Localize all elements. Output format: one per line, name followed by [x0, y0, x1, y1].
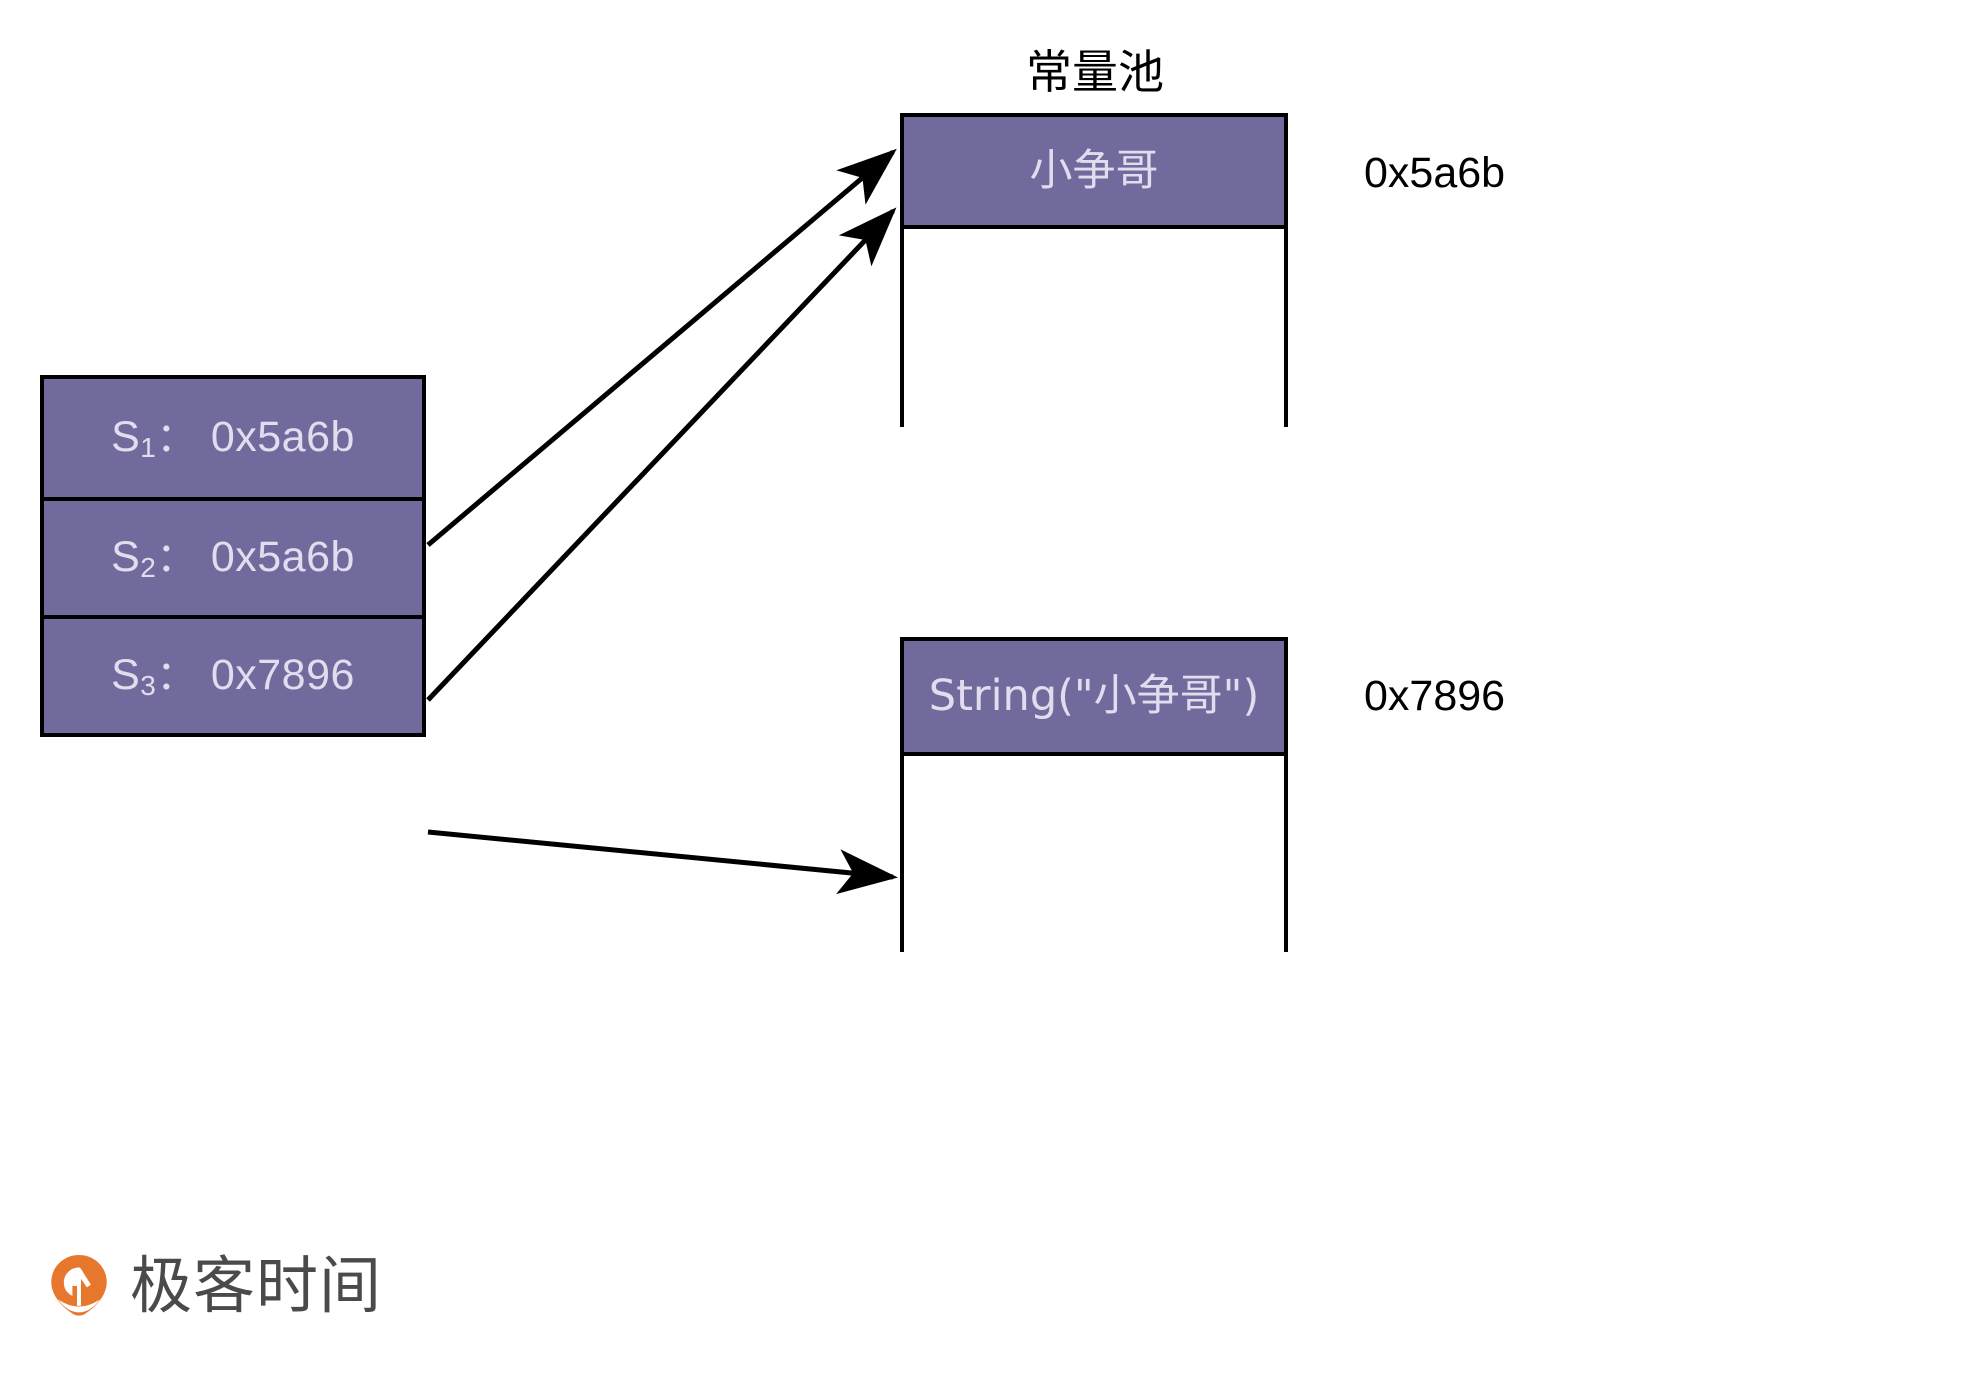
variable-subscript-s1: 1 [140, 432, 157, 464]
arrow-s1-to-pool-entry-1 [426, 148, 897, 547]
pool-entry-body-2 [904, 756, 1284, 1063]
variable-address-s3: 0x7896 [210, 651, 355, 700]
variable-subscript-s3: 3 [140, 670, 157, 702]
arrow-s3-to-pool-entry-2 [427, 829, 898, 895]
brand-name: 极客时间 [130, 1249, 383, 1322]
pool-entry-content-2: String("小争哥") [928, 671, 1260, 721]
geektime-logo-icon [51, 1254, 107, 1316]
variable-name-s1: S [111, 413, 141, 462]
variable-name-s2: S [111, 533, 141, 582]
pool-entry-header-1: 小争哥 [904, 117, 1284, 229]
variable-row-s2: S2： 0x5a6b [44, 496, 422, 615]
pool-entry-address-2: 0x7896 [1364, 672, 1506, 720]
variable-subscript-s2: 2 [140, 552, 157, 584]
variable-separator-s3: ： [156, 653, 197, 700]
variable-row-s3: S3： 0x7896 [44, 614, 422, 733]
variable-label-s2: S2： 0x5a6b [111, 533, 355, 582]
variable-address-s1: 0x5a6b [210, 413, 355, 462]
variable-stack: S1：0x5a6b S2：0x5a6b S3：0x7896 [40, 375, 426, 737]
variable-label-s3: S3： 0x7896 [111, 651, 355, 700]
pool-entry-address-1: 0x5a6b [1364, 149, 1506, 197]
arrow-s2-to-pool-entry-1 [426, 207, 897, 702]
pool-entry-body-1 [904, 229, 1284, 535]
pool-entry-box-1: 小争哥 [900, 113, 1288, 535]
variable-name-s3: S [111, 651, 141, 700]
pool-entry-box-2: String("小争哥") [900, 637, 1288, 1063]
constant-pool-title: 常量池 [1026, 45, 1164, 99]
pool-entry-header-2: String("小争哥") [904, 641, 1284, 756]
variable-separator-s2: ： [156, 535, 197, 582]
pool-entry-content-1: 小争哥 [1029, 145, 1159, 196]
variable-row-s1: S1： 0x5a6b [44, 379, 422, 497]
variable-address-s2: 0x5a6b [210, 533, 355, 582]
variable-label-s1: S1： 0x5a6b [111, 413, 355, 462]
variable-separator-s1: ： [156, 415, 197, 462]
brand-logo: 极客时间 [46, 1253, 382, 1319]
